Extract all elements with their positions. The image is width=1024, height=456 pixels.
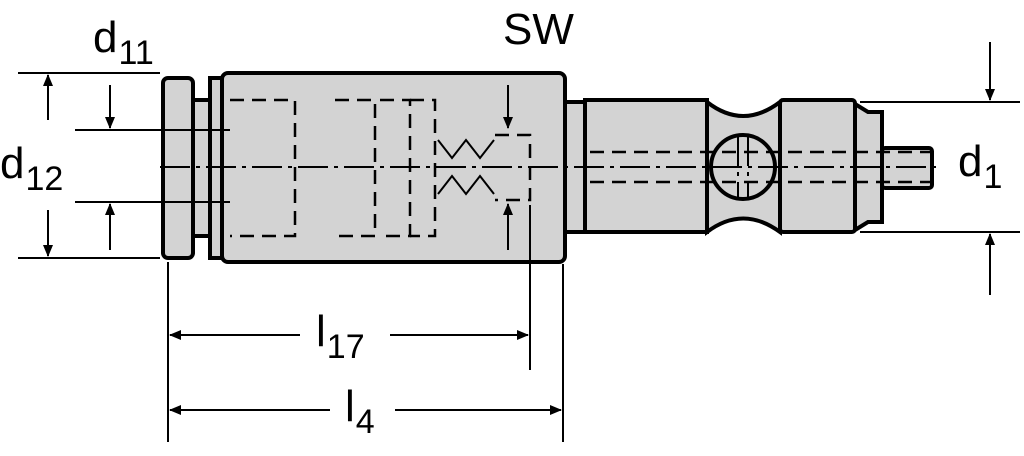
label-base: l	[316, 307, 326, 356]
label-base: l	[345, 382, 355, 431]
dimension-label-d1: d1	[958, 137, 1002, 195]
label-subscript: 12	[25, 160, 64, 198]
thread-pattern	[437, 138, 495, 196]
dimension-label-d12: d12	[0, 139, 63, 197]
label-subscript: 17	[326, 328, 365, 366]
label-subscript: 1	[983, 158, 1003, 196]
dimension-label-d11: d11	[93, 13, 154, 71]
dimension-label-l4: l4	[345, 382, 375, 440]
label-base: d	[0, 139, 25, 188]
extension-lines	[18, 72, 1020, 442]
dimension-label-sw: SW	[503, 8, 574, 52]
label-subscript: 11	[118, 34, 154, 72]
label-base: d	[93, 13, 118, 62]
dimension-label-l17: l17	[316, 307, 365, 365]
dimension-arrows	[43, 42, 995, 415]
center-line	[160, 136, 940, 198]
label-base: d	[958, 137, 983, 186]
label-base: SW	[503, 5, 574, 54]
label-subscript: 4	[355, 403, 375, 441]
